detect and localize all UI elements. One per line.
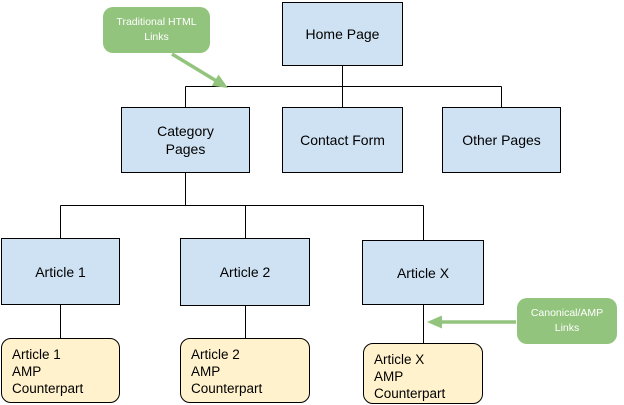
node-article-2-amp: Article 2 AMP Counterpart (180, 338, 310, 403)
callout-label: Canonical/AMP (530, 307, 604, 319)
node-article-2: Article 2 (180, 238, 310, 306)
node-article-1: Article 1 (1, 238, 120, 305)
callout-label: Traditional HTML (116, 16, 197, 28)
callout-traditional-html-links: Traditional HTML Links (103, 7, 210, 53)
node-label: Other Pages (462, 132, 541, 148)
node-label: Counterpart (374, 386, 446, 401)
canonical-links-arrow (427, 315, 516, 329)
node-label: Category (157, 123, 214, 139)
node-label: Article 2 (191, 347, 240, 362)
node-label: Article 1 (12, 347, 61, 362)
node-label: AMP (374, 369, 404, 384)
traditional-links-arrow (171, 52, 228, 88)
callout-canonical-amp-links: Canonical/AMP Links (517, 298, 617, 344)
node-label: Contact Form (300, 132, 385, 148)
callout-label: Links (554, 322, 580, 334)
node-home-page: Home Page (282, 2, 403, 66)
arrowhead-icon (211, 74, 228, 88)
node-label: Home Page (305, 26, 380, 42)
node-label: Pages (165, 141, 206, 157)
node-article-x-amp: Article X AMP Counterpart (363, 343, 483, 404)
node-label: Article X (396, 264, 450, 281)
node-label: Counterpart (12, 381, 84, 396)
node-article-1-amp: Article 1 AMP Counterpart (1, 338, 120, 403)
node-label: AMP (191, 364, 221, 379)
node-other-pages: Other Pages (442, 107, 561, 173)
arrowhead-icon (427, 315, 442, 329)
node-label: Article 2 (219, 264, 271, 280)
node-contact-form: Contact Form (282, 107, 403, 173)
node-label: Article 1 (35, 263, 86, 280)
callout-label: Links (144, 31, 169, 43)
node-label: AMP (12, 364, 42, 379)
node-label: Counterpart (191, 381, 263, 396)
node-article-x: Article X (362, 240, 484, 305)
node-label: Article X (374, 352, 425, 367)
